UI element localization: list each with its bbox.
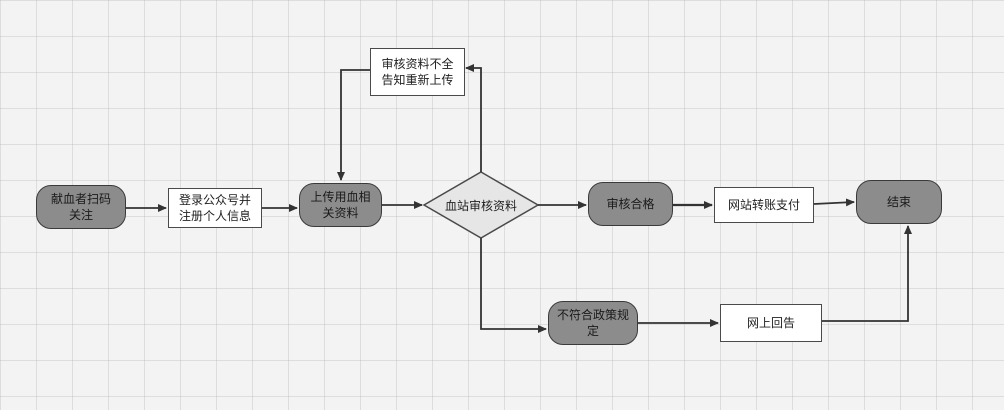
node-approved-label: 审核合格 [606, 196, 655, 211]
arrow-reply-to-end [822, 225, 912, 322]
arrow-review-to-noncompliant [480, 238, 547, 333]
node-register-label: 登录公众号并 注册个人信息 [178, 192, 251, 223]
node-incomplete-label: 审核资料不全 告知重新上传 [381, 56, 454, 87]
node-end: 结束 [856, 180, 942, 224]
node-incomplete: 审核资料不全 告知重新上传 [370, 48, 465, 96]
arrow-transfer-to-end [813, 198, 855, 207]
node-end-label: 结束 [886, 194, 911, 209]
arrow-incomplete-to-upload [337, 69, 370, 181]
node-donor-scan: 献血者扫码 关注 [36, 185, 126, 229]
node-review: 血站审核资料 [428, 195, 534, 215]
node-upload-label: 上传用血相 关资料 [310, 189, 371, 220]
node-donor-scan-label: 献血者扫码 关注 [50, 191, 111, 222]
node-noncompliant: 不符合政策规 定 [548, 301, 638, 345]
arrow-review-to-incomplete [465, 64, 482, 172]
node-review-label: 血站审核资料 [444, 198, 517, 213]
node-upload: 上传用血相 关资料 [299, 183, 382, 227]
node-noncompliant-label: 不符合政策规 定 [556, 307, 629, 338]
node-reply: 网上回告 [720, 304, 822, 342]
node-register: 登录公众号并 注册个人信息 [168, 188, 262, 228]
node-approved: 审核合格 [588, 182, 673, 226]
node-transfer-label: 网站转账支付 [727, 197, 800, 212]
node-reply-label: 网上回告 [746, 315, 795, 330]
node-transfer: 网站转账支付 [714, 187, 814, 223]
